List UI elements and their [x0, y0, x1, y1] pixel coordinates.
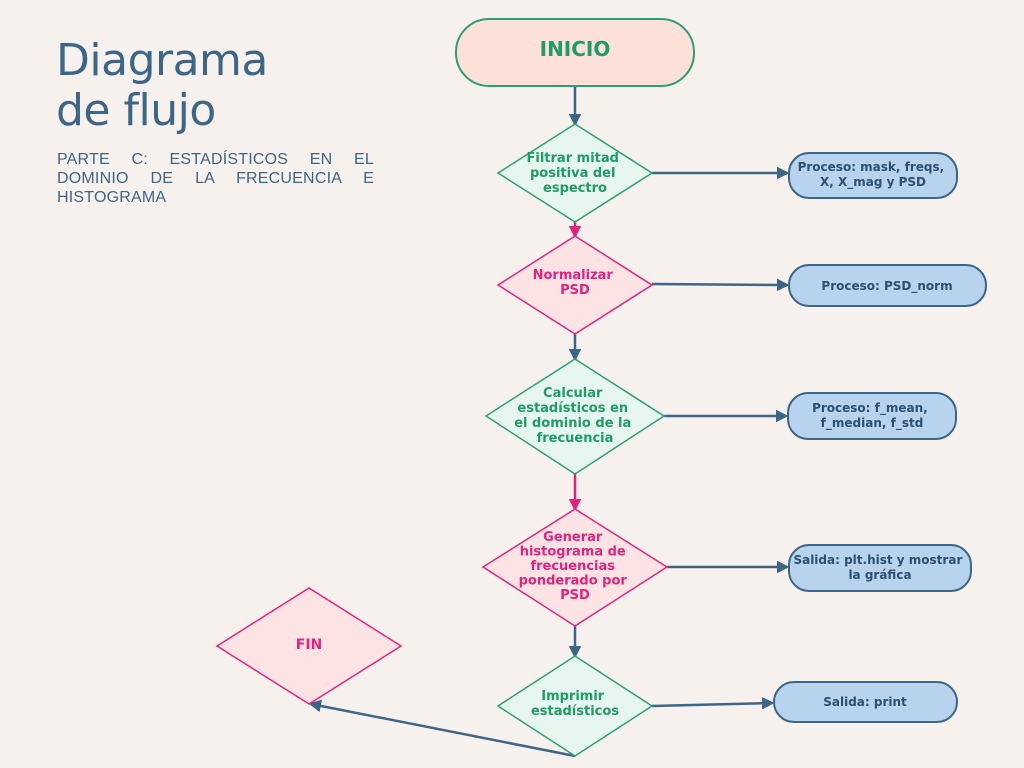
step-filtrar-line: Filtrar mitad [527, 151, 619, 166]
step-generar-line: histograma de [520, 545, 626, 560]
output-filtrar-box [788, 152, 958, 199]
title-line-1: Diagrama [56, 35, 268, 86]
output-calcular-line: Proceso: f_mean, [812, 401, 928, 416]
arrow-imprimir-to-output [651, 697, 775, 710]
step-filtrar: Filtrar mitad positiva del espectro [496, 123, 654, 223]
start-node: INICIO [455, 18, 695, 87]
output-calcular-line: f_median, f_std [821, 416, 924, 431]
output-imprimir-label: Salida: print [823, 695, 907, 709]
arrow-imprimir-to-fin [308, 699, 576, 758]
step-normalizar-line: PSD [560, 283, 590, 298]
output-calcular-box [787, 392, 957, 440]
step-imprimir-shape [496, 655, 654, 757]
output-calcular-label: Proceso: f_mean, f_median, f_std [812, 401, 932, 431]
step-calcular: Calcular estadísticos en el dominio de l… [484, 358, 666, 475]
end-label: FIN [296, 637, 323, 653]
step-imprimir-label: Imprimir estadísticos [531, 689, 619, 719]
step-generar-line: PSD [560, 588, 590, 603]
step-generar-line: ponderado por [519, 574, 628, 589]
outputs: Proceso: mask, freqs, X, X_mag y PSD Pro… [773, 152, 987, 723]
output-calcular: Proceso: f_mean, f_median, f_std [787, 392, 957, 440]
step-generar-line: Generar [543, 530, 603, 545]
output-normalizar-label: Proceso: PSD_norm [821, 279, 952, 294]
output-filtrar-label: Proceso: mask, freqs, X, X_mag y PSD [798, 160, 949, 190]
step-filtrar-line: espectro [543, 181, 607, 196]
step-calcular-shape [484, 358, 666, 475]
step-calcular-line: Calcular [543, 386, 603, 401]
step-normalizar-label: Normalizar PSD [533, 268, 618, 298]
step-imprimir-line: Imprimir [541, 689, 605, 704]
output-generar-line: la gráfica [848, 568, 911, 582]
start-terminal [455, 18, 695, 87]
steps: Filtrar mitad positiva del espectro Norm… [481, 123, 669, 757]
page-subtitle: PARTE C: ESTADÍSTICOS EN EL DOMINIO DE L… [57, 151, 374, 206]
output-imprimir-line: Salida: print [823, 695, 907, 709]
step-normalizar-shape [496, 235, 654, 335]
step-normalizar: Normalizar PSD [496, 235, 654, 335]
output-normalizar-box [788, 264, 987, 307]
output-normalizar-line: Proceso: PSD_norm [821, 279, 952, 294]
step-generar-line: frecuencias [530, 559, 615, 574]
step-filtrar-shape [496, 123, 654, 223]
output-generar-line: Salida: plt.hist y mostrar [793, 553, 962, 567]
end-node: FIN [215, 587, 403, 705]
output-generar-box [788, 544, 972, 592]
step-generar-shape [481, 508, 669, 627]
arrow-normalizar-to-output [651, 278, 790, 292]
page-title: Diagrama de flujo [56, 36, 268, 136]
output-imprimir: Salida: print [773, 681, 958, 723]
start-label: INICIO [540, 37, 611, 61]
step-filtrar-label: Filtrar mitad positiva del espectro [527, 151, 624, 196]
output-generar: Salida: plt.hist y mostrar la gráfica [788, 544, 972, 592]
connectors [308, 86, 790, 758]
step-calcular-label: Calcular estadísticos en el dominio de l… [514, 386, 636, 446]
step-imprimir: Imprimir estadísticos [496, 655, 654, 757]
output-filtrar-line: Proceso: mask, freqs, [798, 160, 945, 174]
output-generar-label: Salida: plt.hist y mostrar la gráfica [793, 553, 966, 582]
step-imprimir-line: estadísticos [531, 704, 619, 719]
step-generar: Generar histograma de frecuencias ponder… [481, 508, 669, 627]
step-generar-label: Generar histograma de frecuencias ponder… [519, 530, 632, 603]
step-normalizar-line: Normalizar [533, 268, 614, 283]
output-filtrar-line: X, X_mag y PSD [820, 175, 926, 190]
step-filtrar-line: positiva del [530, 166, 615, 181]
output-imprimir-box [773, 681, 958, 723]
output-normalizar: Proceso: PSD_norm [788, 264, 987, 307]
output-filtrar: Proceso: mask, freqs, X, X_mag y PSD [788, 152, 958, 199]
title-line-2: de flujo [56, 85, 216, 136]
step-calcular-line: el dominio de la [514, 416, 631, 431]
step-calcular-line: estadísticos en [517, 401, 628, 416]
end-shape [215, 587, 403, 705]
step-calcular-line: frecuencia [537, 431, 614, 446]
